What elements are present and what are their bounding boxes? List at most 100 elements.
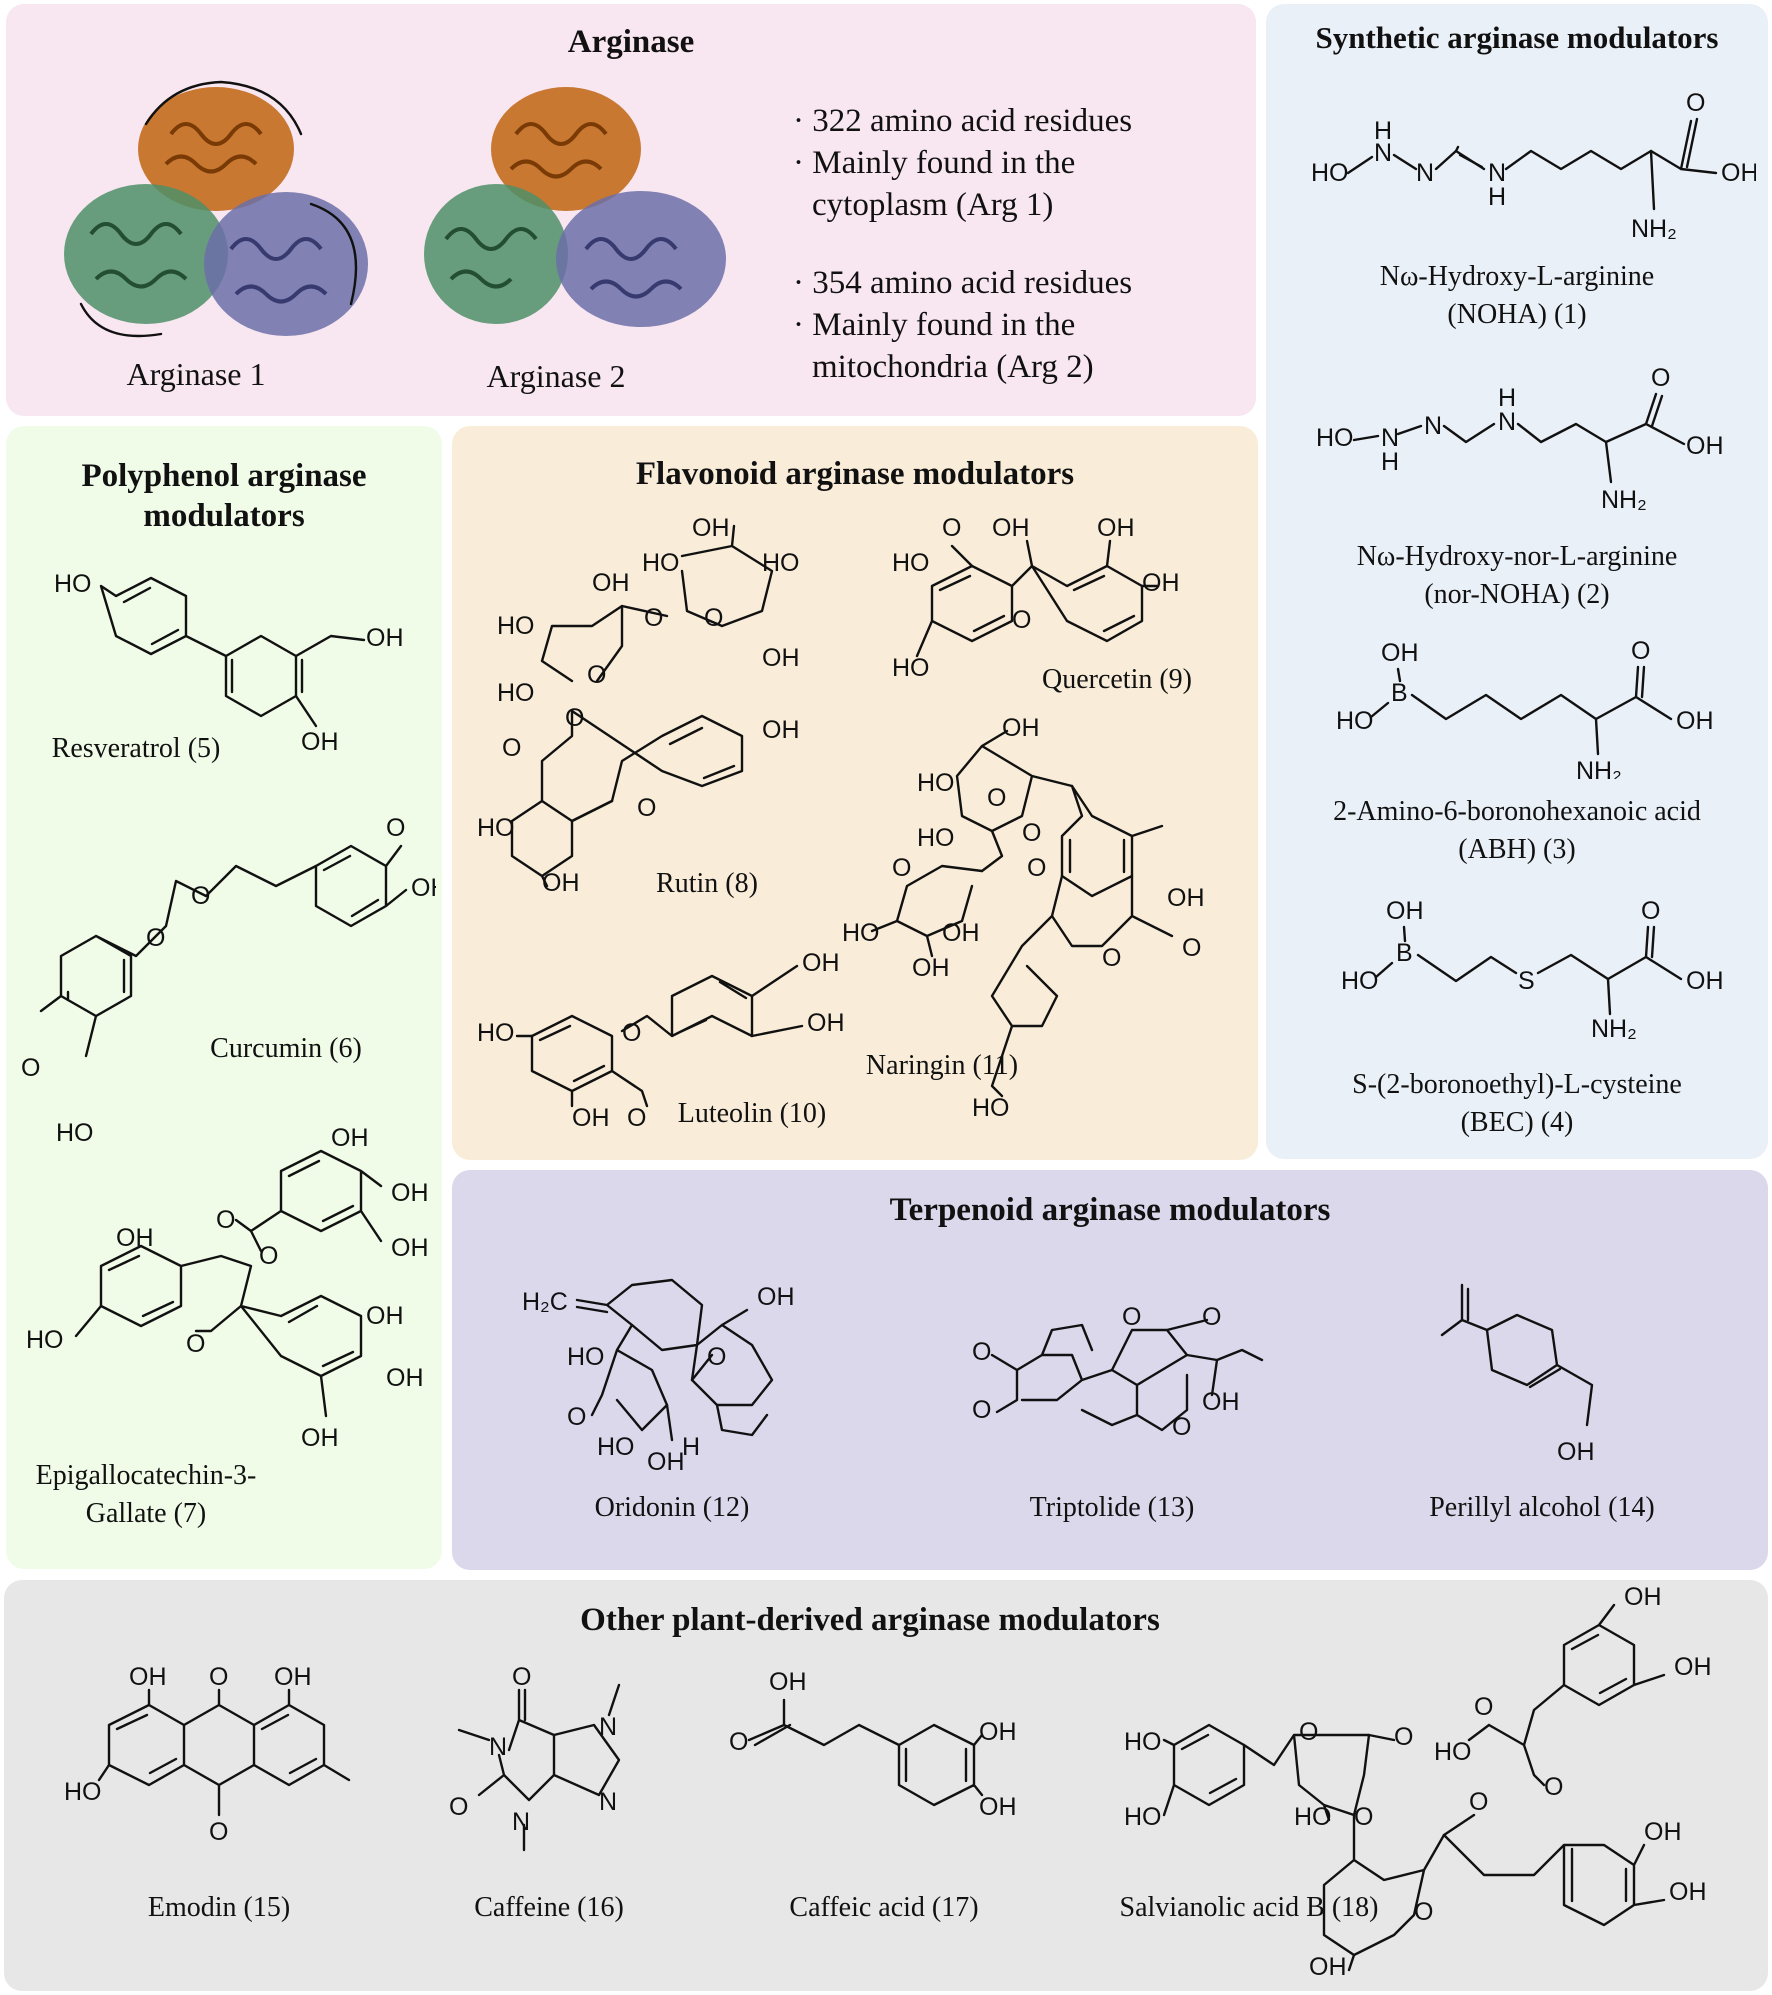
svg-text:O: O xyxy=(1651,364,1670,392)
terpenoid-panel: Terpenoid arginase modulators H₂C OH HO … xyxy=(452,1170,1768,1570)
svg-text:OH: OH xyxy=(366,624,404,652)
svg-text:HO: HO xyxy=(567,1343,605,1371)
triptolide-structure: O O O O OH O xyxy=(972,1303,1264,1441)
svg-text:N: N xyxy=(489,1733,507,1761)
svg-text:O: O xyxy=(972,1338,991,1366)
svg-text:OH: OH xyxy=(979,1718,1017,1746)
svg-text:O: O xyxy=(1641,897,1660,925)
svg-text:OH: OH xyxy=(1624,1585,1662,1611)
svg-text:N: N xyxy=(1381,424,1399,452)
salvianolic-acid-b-structure: OH OH O HO HO HO O O HO O O O OH OH O OH xyxy=(1124,1585,1712,1981)
svg-text:O: O xyxy=(21,1054,40,1082)
svg-text:N: N xyxy=(1424,412,1442,440)
svg-text:HO: HO xyxy=(892,549,930,577)
svg-text:H: H xyxy=(1381,448,1399,476)
svg-text:O: O xyxy=(1182,934,1201,962)
svg-text:OH: OH xyxy=(1097,516,1135,542)
svg-text:HO: HO xyxy=(1124,1728,1162,1756)
svg-text:O: O xyxy=(1414,1898,1433,1926)
svg-text:OH: OH xyxy=(331,1124,369,1152)
other-panel: Other plant-derived arginase modulators … xyxy=(4,1580,1768,1991)
svg-text:N: N xyxy=(1498,408,1516,436)
caffeine-label: Caffeine (16) xyxy=(474,1892,624,1923)
bec-structure: OH B HO S O OH NH₂ xyxy=(1341,897,1724,1039)
nor-noha-id: (nor-NOHA) (2) xyxy=(1424,579,1610,610)
arginase-title: Arginase xyxy=(567,24,695,60)
svg-text:HO: HO xyxy=(497,612,535,640)
caffeic-acid-structure: OH O OH OH xyxy=(729,1668,1017,1821)
arginase-2-green-subunit xyxy=(424,184,568,324)
svg-text:N: N xyxy=(1374,139,1392,167)
svg-text:O: O xyxy=(567,1403,586,1431)
svg-text:OH: OH xyxy=(1721,159,1756,187)
arginase-1-structure xyxy=(64,80,368,338)
naringin-structure: OH HO HO O O O O HO OH OH OH O O HO xyxy=(842,716,1205,1122)
svg-text:OH: OH xyxy=(366,1302,404,1330)
svg-text:B: B xyxy=(1391,679,1408,707)
svg-text:HO: HO xyxy=(64,1778,102,1806)
terpenoid-title: Terpenoid arginase modulators xyxy=(889,1192,1331,1228)
svg-text:HO: HO xyxy=(477,1019,515,1047)
polyphenol-panel: Polyphenol arginase modulators HO OH OH … xyxy=(6,426,442,1569)
svg-text:H: H xyxy=(1488,183,1506,211)
perillyl-alcohol-label: Perillyl alcohol (14) xyxy=(1429,1492,1655,1523)
arginase-1-green-subunit xyxy=(64,184,228,338)
oridonin-label: Oridonin (12) xyxy=(594,1492,750,1523)
svg-text:HO: HO xyxy=(892,654,930,682)
svg-text:OH: OH xyxy=(391,1234,429,1262)
rutin-label: Rutin (8) xyxy=(656,868,758,899)
svg-text:O: O xyxy=(209,1663,228,1691)
svg-text:O: O xyxy=(1102,944,1121,972)
caffeine-structure: O N O N N N xyxy=(449,1663,621,1852)
svg-text:O: O xyxy=(1022,819,1041,847)
noha-structure: HO H N N N H O OH NH₂ xyxy=(1311,89,1756,243)
svg-text:HO: HO xyxy=(762,549,800,577)
svg-text:O: O xyxy=(1469,1788,1488,1816)
svg-text:O: O xyxy=(209,1818,228,1846)
svg-text:HO: HO xyxy=(597,1433,635,1461)
svg-text:OH: OH xyxy=(802,949,840,977)
arginase-2-label: Arginase 2 xyxy=(486,358,626,394)
svg-text:HO: HO xyxy=(56,1119,94,1147)
svg-text:HO: HO xyxy=(1316,424,1354,452)
arginase-1-fact-2: · Mainly found in the xyxy=(793,145,1076,181)
svg-text:NH₂: NH₂ xyxy=(1631,215,1677,243)
svg-text:OH: OH xyxy=(1142,569,1180,597)
arginase-1-fact-3: cytoplasm (Arg 1) xyxy=(812,187,1054,223)
salvianolic-acid-b-label: Salvianolic acid B (18) xyxy=(1119,1892,1379,1923)
bec-name: S-(2-boronoethyl)-L-cysteine xyxy=(1352,1069,1682,1100)
arginase-2-structure xyxy=(424,87,726,327)
svg-text:OH: OH xyxy=(1686,967,1724,995)
svg-text:OH: OH xyxy=(1309,1953,1347,1981)
arginase-panel: Arginase Arginase 1 xyxy=(6,4,1256,416)
svg-text:O: O xyxy=(1686,89,1705,117)
luteolin-label: Luteolin (10) xyxy=(677,1098,827,1129)
luteolin-structure: OH OH HO O OH O xyxy=(477,949,845,1132)
polyphenol-title-line1: Polyphenol arginase xyxy=(81,458,367,494)
svg-text:O: O xyxy=(1172,1413,1191,1441)
svg-text:O: O xyxy=(1474,1693,1493,1721)
abh-name: 2-Amino-6-boronohexanoic acid xyxy=(1333,796,1701,827)
svg-text:OH: OH xyxy=(807,1009,845,1037)
svg-text:O: O xyxy=(729,1728,748,1756)
quercetin-label: Quercetin (9) xyxy=(1041,664,1193,695)
arginase-2-fact-1: · 354 amino acid residues xyxy=(793,265,1133,301)
svg-text:O: O xyxy=(1394,1723,1413,1751)
svg-text:OH: OH xyxy=(1381,639,1419,667)
abh-id: (ABH) (3) xyxy=(1458,834,1576,865)
flavonoid-title: Flavonoid arginase modulators xyxy=(635,456,1075,492)
svg-text:HO: HO xyxy=(642,549,680,577)
svg-text:OH: OH xyxy=(912,954,950,982)
nor-noha-name: Nω-Hydroxy-nor-L-arginine xyxy=(1356,541,1678,572)
arginase-2-fact-3: mitochondria (Arg 2) xyxy=(812,349,1094,385)
svg-text:OH: OH xyxy=(572,1104,610,1132)
svg-text:O: O xyxy=(644,604,663,632)
svg-text:NH₂: NH₂ xyxy=(1601,486,1647,514)
egcg-label-2: Gallate (7) xyxy=(85,1498,207,1529)
svg-text:O: O xyxy=(942,516,961,542)
svg-text:O: O xyxy=(622,1019,641,1047)
svg-text:OH: OH xyxy=(391,1179,429,1207)
arginase-1-purple-subunit xyxy=(204,192,368,336)
caffeic-acid-label: Caffeic acid (17) xyxy=(789,1892,979,1923)
quercetin-structure: O OH OH HO OH O HO xyxy=(892,516,1180,682)
